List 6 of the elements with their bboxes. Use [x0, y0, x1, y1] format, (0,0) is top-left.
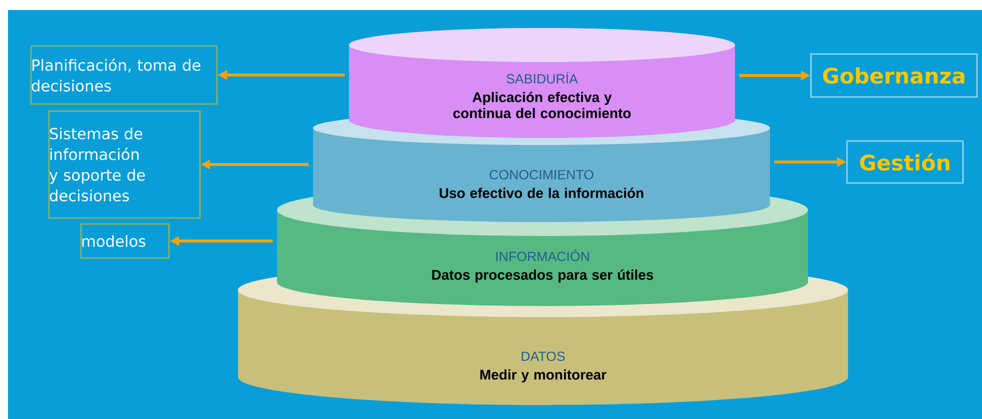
text-box: Sistemas de información y soporte de decisiones [48, 110, 201, 219]
tier-cylinder: SABIDURÍA Aplicación efectiva y continua del conocimiento [349, 28, 735, 138]
label-box: Gobernanza [810, 53, 978, 98]
text-box: Planificación, toma de decisiones [30, 45, 218, 105]
label-box: Gestión [846, 140, 964, 184]
text-box: modelos [80, 223, 170, 259]
